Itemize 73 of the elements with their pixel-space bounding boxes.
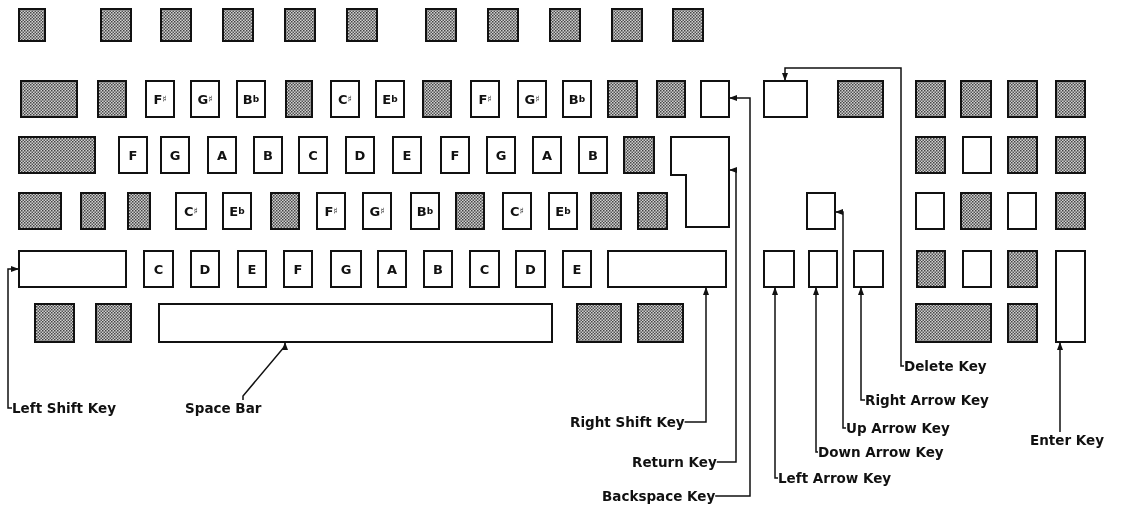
leader-line bbox=[772, 287, 779, 479]
key-label: Down Arrow Key bbox=[818, 444, 944, 460]
keyboard-key bbox=[763, 80, 808, 118]
keyboard-key bbox=[962, 136, 992, 174]
note-key: G$^{♯}$ bbox=[190, 80, 220, 118]
leader-line bbox=[782, 67, 905, 367]
keyboard-key bbox=[607, 250, 727, 288]
note-key: G$^{♯}$ bbox=[362, 192, 392, 230]
note-key: F bbox=[283, 250, 313, 288]
leader-line bbox=[1057, 342, 1063, 433]
keyboard-key bbox=[806, 192, 836, 230]
note-key: A bbox=[377, 250, 407, 288]
note-key: C$^{♯}$ bbox=[502, 192, 532, 230]
leader-line bbox=[716, 167, 737, 463]
key-label: Left Arrow Key bbox=[778, 470, 892, 486]
keyboard-key bbox=[915, 192, 945, 230]
note-key: D bbox=[345, 136, 375, 174]
keyboard-key bbox=[18, 250, 127, 288]
key-label: Right Shift Key bbox=[570, 414, 685, 430]
note-key: C bbox=[143, 250, 174, 288]
leader-line bbox=[835, 209, 847, 429]
note-key: C bbox=[469, 250, 500, 288]
keyboard-key bbox=[763, 250, 795, 288]
note-key: E$^{b}$ bbox=[222, 192, 252, 230]
note-key: B$^{b}$ bbox=[236, 80, 266, 118]
leader-line bbox=[7, 266, 19, 409]
note-key: B$^{b}$ bbox=[562, 80, 592, 118]
keyboard-key bbox=[962, 250, 992, 288]
key-label: Right Arrow Key bbox=[865, 392, 989, 408]
note-key: G$^{♯}$ bbox=[517, 80, 547, 118]
note-key: A bbox=[207, 136, 237, 174]
note-key: F$^{♯}$ bbox=[316, 192, 346, 230]
note-key: F$^{♯}$ bbox=[470, 80, 500, 118]
note-key: C bbox=[298, 136, 328, 174]
leader-line bbox=[813, 287, 819, 453]
leader-line bbox=[858, 287, 866, 401]
note-key: E$^{b}$ bbox=[548, 192, 578, 230]
note-key: F bbox=[118, 136, 148, 174]
keyboard-key bbox=[1007, 192, 1037, 230]
note-key: B bbox=[423, 250, 453, 288]
leader-line bbox=[683, 287, 709, 423]
note-key: F$^{♯}$ bbox=[145, 80, 175, 118]
keyboard-key bbox=[670, 136, 730, 228]
note-key: B bbox=[578, 136, 608, 174]
key-label: Space Bar bbox=[185, 400, 262, 416]
key-label: Left Shift Key bbox=[12, 400, 116, 416]
note-key: E bbox=[562, 250, 592, 288]
note-key: G bbox=[330, 250, 362, 288]
note-key: E bbox=[392, 136, 422, 174]
key-label: Return Key bbox=[632, 454, 717, 470]
keyboard-key bbox=[808, 250, 838, 288]
note-key: F bbox=[440, 136, 470, 174]
keyboard-key bbox=[1055, 250, 1086, 343]
note-key: D bbox=[190, 250, 220, 288]
note-key: D bbox=[515, 250, 546, 288]
note-key: E bbox=[237, 250, 267, 288]
note-key: C$^{♯}$ bbox=[330, 80, 360, 118]
note-key: G bbox=[160, 136, 190, 174]
keyboard-key bbox=[853, 250, 884, 288]
note-key: B$^{b}$ bbox=[410, 192, 440, 230]
note-key: B bbox=[253, 136, 283, 174]
key-label: Up Arrow Key bbox=[846, 420, 950, 436]
note-key: A bbox=[532, 136, 562, 174]
note-key: C$^{♯}$ bbox=[175, 192, 207, 230]
key-label: Delete Key bbox=[904, 358, 987, 374]
keyboard-key bbox=[158, 303, 553, 343]
leader-line bbox=[242, 342, 288, 401]
keyboard-key bbox=[700, 80, 730, 118]
note-key: G bbox=[486, 136, 516, 174]
note-key: E$^{b}$ bbox=[375, 80, 405, 118]
key-label: Backspace Key bbox=[602, 488, 716, 504]
key-label: Enter Key bbox=[1030, 432, 1104, 448]
leader-line bbox=[714, 95, 751, 497]
